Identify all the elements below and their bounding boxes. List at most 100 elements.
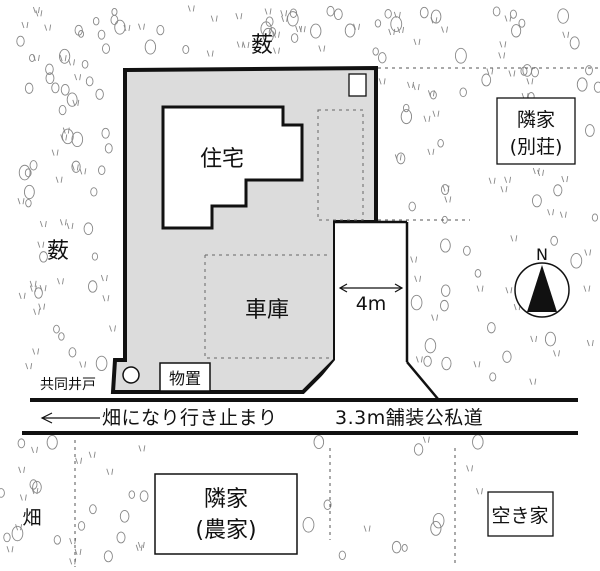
vegetation-mark — [45, 72, 55, 85]
grass-mark — [79, 168, 87, 175]
grass-mark — [414, 275, 422, 282]
label-north: N — [536, 245, 548, 264]
grass-mark — [32, 348, 40, 355]
vegetation-mark — [46, 434, 58, 450]
vegetation-mark — [16, 35, 25, 47]
vegetation-mark — [492, 6, 501, 17]
vegetation-mark — [60, 83, 70, 96]
vegetation-mark — [68, 347, 77, 358]
vegetation-mark — [61, 128, 74, 145]
grass-mark — [71, 164, 79, 171]
grass-mark — [210, 15, 218, 22]
label-thicket-top: 薮 — [251, 33, 273, 58]
grass-mark — [44, 24, 52, 31]
grass-mark — [18, 466, 26, 473]
grass-mark — [69, 537, 77, 545]
grass-mark — [441, 26, 448, 33]
grass-mark — [31, 487, 39, 495]
label-field: 畑 — [22, 507, 41, 529]
grass-mark — [415, 356, 423, 363]
vegetation-mark — [289, 8, 298, 18]
vegetation-mark — [310, 23, 322, 39]
vegetation-mark — [0, 488, 5, 498]
vegetation-mark — [374, 19, 382, 28]
vegetation-mark — [302, 517, 315, 533]
grass-mark — [109, 325, 116, 332]
grass-mark — [530, 335, 538, 343]
vegetation-mark — [593, 81, 600, 93]
vegetation-mark — [481, 73, 492, 87]
grass-mark — [561, 175, 569, 183]
grass-mark — [473, 361, 481, 368]
grass-mark — [526, 78, 534, 85]
vegetation-mark — [502, 350, 512, 363]
vegetation-mark — [116, 531, 126, 544]
grass-mark — [562, 31, 570, 38]
label-shared-well: 共同井戸 — [40, 377, 96, 393]
grass-mark — [32, 54, 40, 62]
grass-mark — [476, 285, 484, 292]
dead-end-arrow — [40, 412, 100, 424]
vegetation-mark — [92, 17, 100, 26]
vegetation-mark — [429, 90, 437, 100]
grass-mark — [21, 21, 29, 29]
vegetation-mark — [81, 59, 89, 69]
vegetation-mark — [23, 184, 35, 200]
grass-mark — [31, 446, 38, 454]
north-arrow-icon — [527, 265, 557, 312]
vegetation-mark — [344, 23, 356, 38]
vegetation-mark — [489, 372, 497, 382]
vegetation-mark — [333, 8, 343, 21]
grass-mark — [394, 154, 402, 161]
vegetation-mark — [85, 76, 94, 87]
vegetation-mark — [83, 222, 94, 236]
grass-mark — [586, 339, 594, 347]
grass-mark — [553, 350, 560, 357]
grass-mark — [25, 362, 33, 370]
grass-mark — [499, 41, 507, 48]
grass-mark — [138, 445, 146, 452]
vegetation-mark — [401, 543, 408, 552]
access-road — [303, 222, 438, 399]
vegetation-mark — [104, 143, 113, 154]
neighbor-farm-box — [154, 473, 298, 555]
vegetation-mark — [313, 435, 325, 449]
vegetation-mark — [51, 82, 60, 94]
grass-mark — [59, 219, 67, 226]
grass-mark — [423, 115, 431, 122]
vegetation-mark — [110, 14, 119, 26]
grass-mark — [138, 23, 145, 30]
grass-mark — [412, 83, 420, 91]
vegetation-mark — [326, 5, 335, 17]
vegetation-mark — [390, 16, 403, 32]
vegetation-mark — [553, 184, 563, 197]
vegetation-mark — [18, 164, 31, 181]
vegetation-mark — [585, 124, 595, 137]
vegetation-mark — [101, 127, 110, 139]
label-thicket-left: 薮 — [47, 239, 69, 264]
vegetation-mark — [576, 77, 588, 92]
grass-mark — [476, 488, 483, 495]
vegetation-mark — [419, 6, 429, 19]
grass-mark — [508, 70, 516, 77]
vegetation-mark — [424, 338, 437, 354]
grass-mark — [505, 287, 513, 294]
vegetation-mark — [87, 280, 98, 293]
vegetation-mark — [25, 198, 32, 208]
grass-mark — [510, 235, 518, 242]
grass-mark — [353, 23, 360, 30]
shared-well-circle — [122, 366, 140, 384]
vegetation-mark — [58, 48, 71, 64]
vegetation-mark — [119, 510, 130, 523]
vegetation-mark — [377, 52, 387, 64]
vegetation-mark — [39, 251, 48, 263]
grass-mark — [488, 177, 496, 184]
grass-mark — [135, 544, 143, 551]
grass-mark — [504, 15, 512, 22]
vegetation-mark — [384, 9, 392, 19]
vegetation-mark — [459, 87, 467, 98]
vegetation-mark — [522, 64, 533, 77]
vegetation-mark — [400, 109, 413, 125]
vegetation-mark — [268, 27, 277, 37]
